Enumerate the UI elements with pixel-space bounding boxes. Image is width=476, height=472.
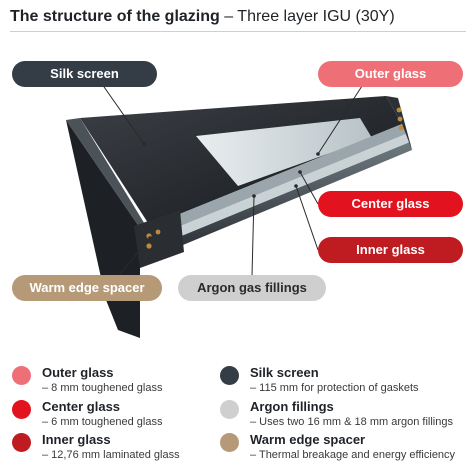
end-cap bbox=[386, 96, 412, 150]
legend-desc: – 115 mm for protection of gaskets bbox=[250, 382, 419, 394]
glass-edge-inner bbox=[162, 142, 412, 252]
leader-center-glass bbox=[299, 171, 319, 205]
legend-name: Inner glass bbox=[42, 432, 111, 447]
legend-swatch-silk-screen bbox=[220, 366, 239, 385]
leader-spacer bbox=[119, 237, 151, 275]
title-divider bbox=[10, 31, 466, 32]
legend-name: Center glass bbox=[42, 399, 121, 414]
glass-edge-outer bbox=[150, 124, 406, 236]
title-subtitle: Three layer IGU (30Y) bbox=[237, 8, 395, 25]
legend-item-warm-edge-spacer: Warm edge spacer – Thermal breakage and … bbox=[220, 432, 455, 466]
spacer-stud-left-3 bbox=[155, 229, 161, 235]
callout-silk-screen: Silk screen bbox=[12, 61, 157, 87]
legend-desc: – 8 mm toughened glass bbox=[42, 382, 163, 394]
callout-argon-gas-fillings: Argon gas fillings bbox=[178, 275, 326, 301]
callout-inner-glass: Inner glass bbox=[318, 237, 463, 263]
legend-swatch-center-glass bbox=[12, 400, 31, 419]
glass-edge-center bbox=[156, 134, 410, 244]
legend-desc: – Uses two 16 mm & 18 mm argon fillings bbox=[250, 416, 453, 428]
callout-warm-edge-spacer: Warm edge spacer bbox=[12, 275, 162, 301]
leader-inner-glass bbox=[295, 185, 319, 251]
side-plate-edge bbox=[66, 118, 146, 228]
legend-item-inner-glass: Inner glass – 12,76 mm laminated glass bbox=[12, 432, 242, 466]
callout-outer-glass: Outer glass bbox=[318, 61, 463, 87]
spacer-stud-right-3 bbox=[398, 125, 404, 131]
legend-name: Warm edge spacer bbox=[250, 432, 366, 447]
legend-swatch-argon-fillings bbox=[220, 400, 239, 419]
legend-item-argon-fillings: Argon fillings – Uses two 16 mm & 18 mm … bbox=[220, 399, 453, 433]
glass-area bbox=[196, 118, 372, 186]
leader-outer-glass bbox=[317, 85, 363, 155]
legend-swatch-outer-glass bbox=[12, 366, 31, 385]
legend-desc: – Thermal breakage and energy efficiency bbox=[250, 449, 456, 461]
legend-desc: – 12,76 mm laminated glass bbox=[42, 449, 180, 461]
legend-swatch-inner-glass bbox=[12, 433, 31, 452]
legend-desc: – 6 mm toughened glass bbox=[42, 416, 163, 428]
page-title: The structure of the glazing – Three lay… bbox=[10, 6, 395, 28]
legend-name: Silk screen bbox=[250, 365, 319, 380]
legend-item-silk-screen: Silk screen – 115 mm for protection of g… bbox=[220, 365, 450, 399]
title-separator: – bbox=[219, 8, 238, 25]
callout-center-glass: Center glass bbox=[318, 191, 463, 217]
legend-swatch-warm-edge-spacer bbox=[220, 433, 239, 452]
leader-argon bbox=[251, 195, 255, 277]
glazing-illustration bbox=[66, 83, 412, 338]
spacer-stud-right-1 bbox=[396, 107, 402, 113]
legend-name: Argon fillings bbox=[250, 399, 334, 414]
legend-item-center-glass: Center glass – 6 mm toughened glass bbox=[12, 399, 242, 433]
legend-name: Outer glass bbox=[42, 365, 114, 380]
legend-item-outer-glass: Outer glass – 8 mm toughened glass bbox=[12, 365, 242, 399]
bottom-profile bbox=[134, 210, 184, 268]
title-main: The structure of the glazing bbox=[10, 8, 220, 25]
leader-silk-screen bbox=[101, 83, 145, 145]
spacer-stud-right-2 bbox=[397, 116, 403, 122]
spacer-stud-left-2 bbox=[146, 243, 152, 249]
